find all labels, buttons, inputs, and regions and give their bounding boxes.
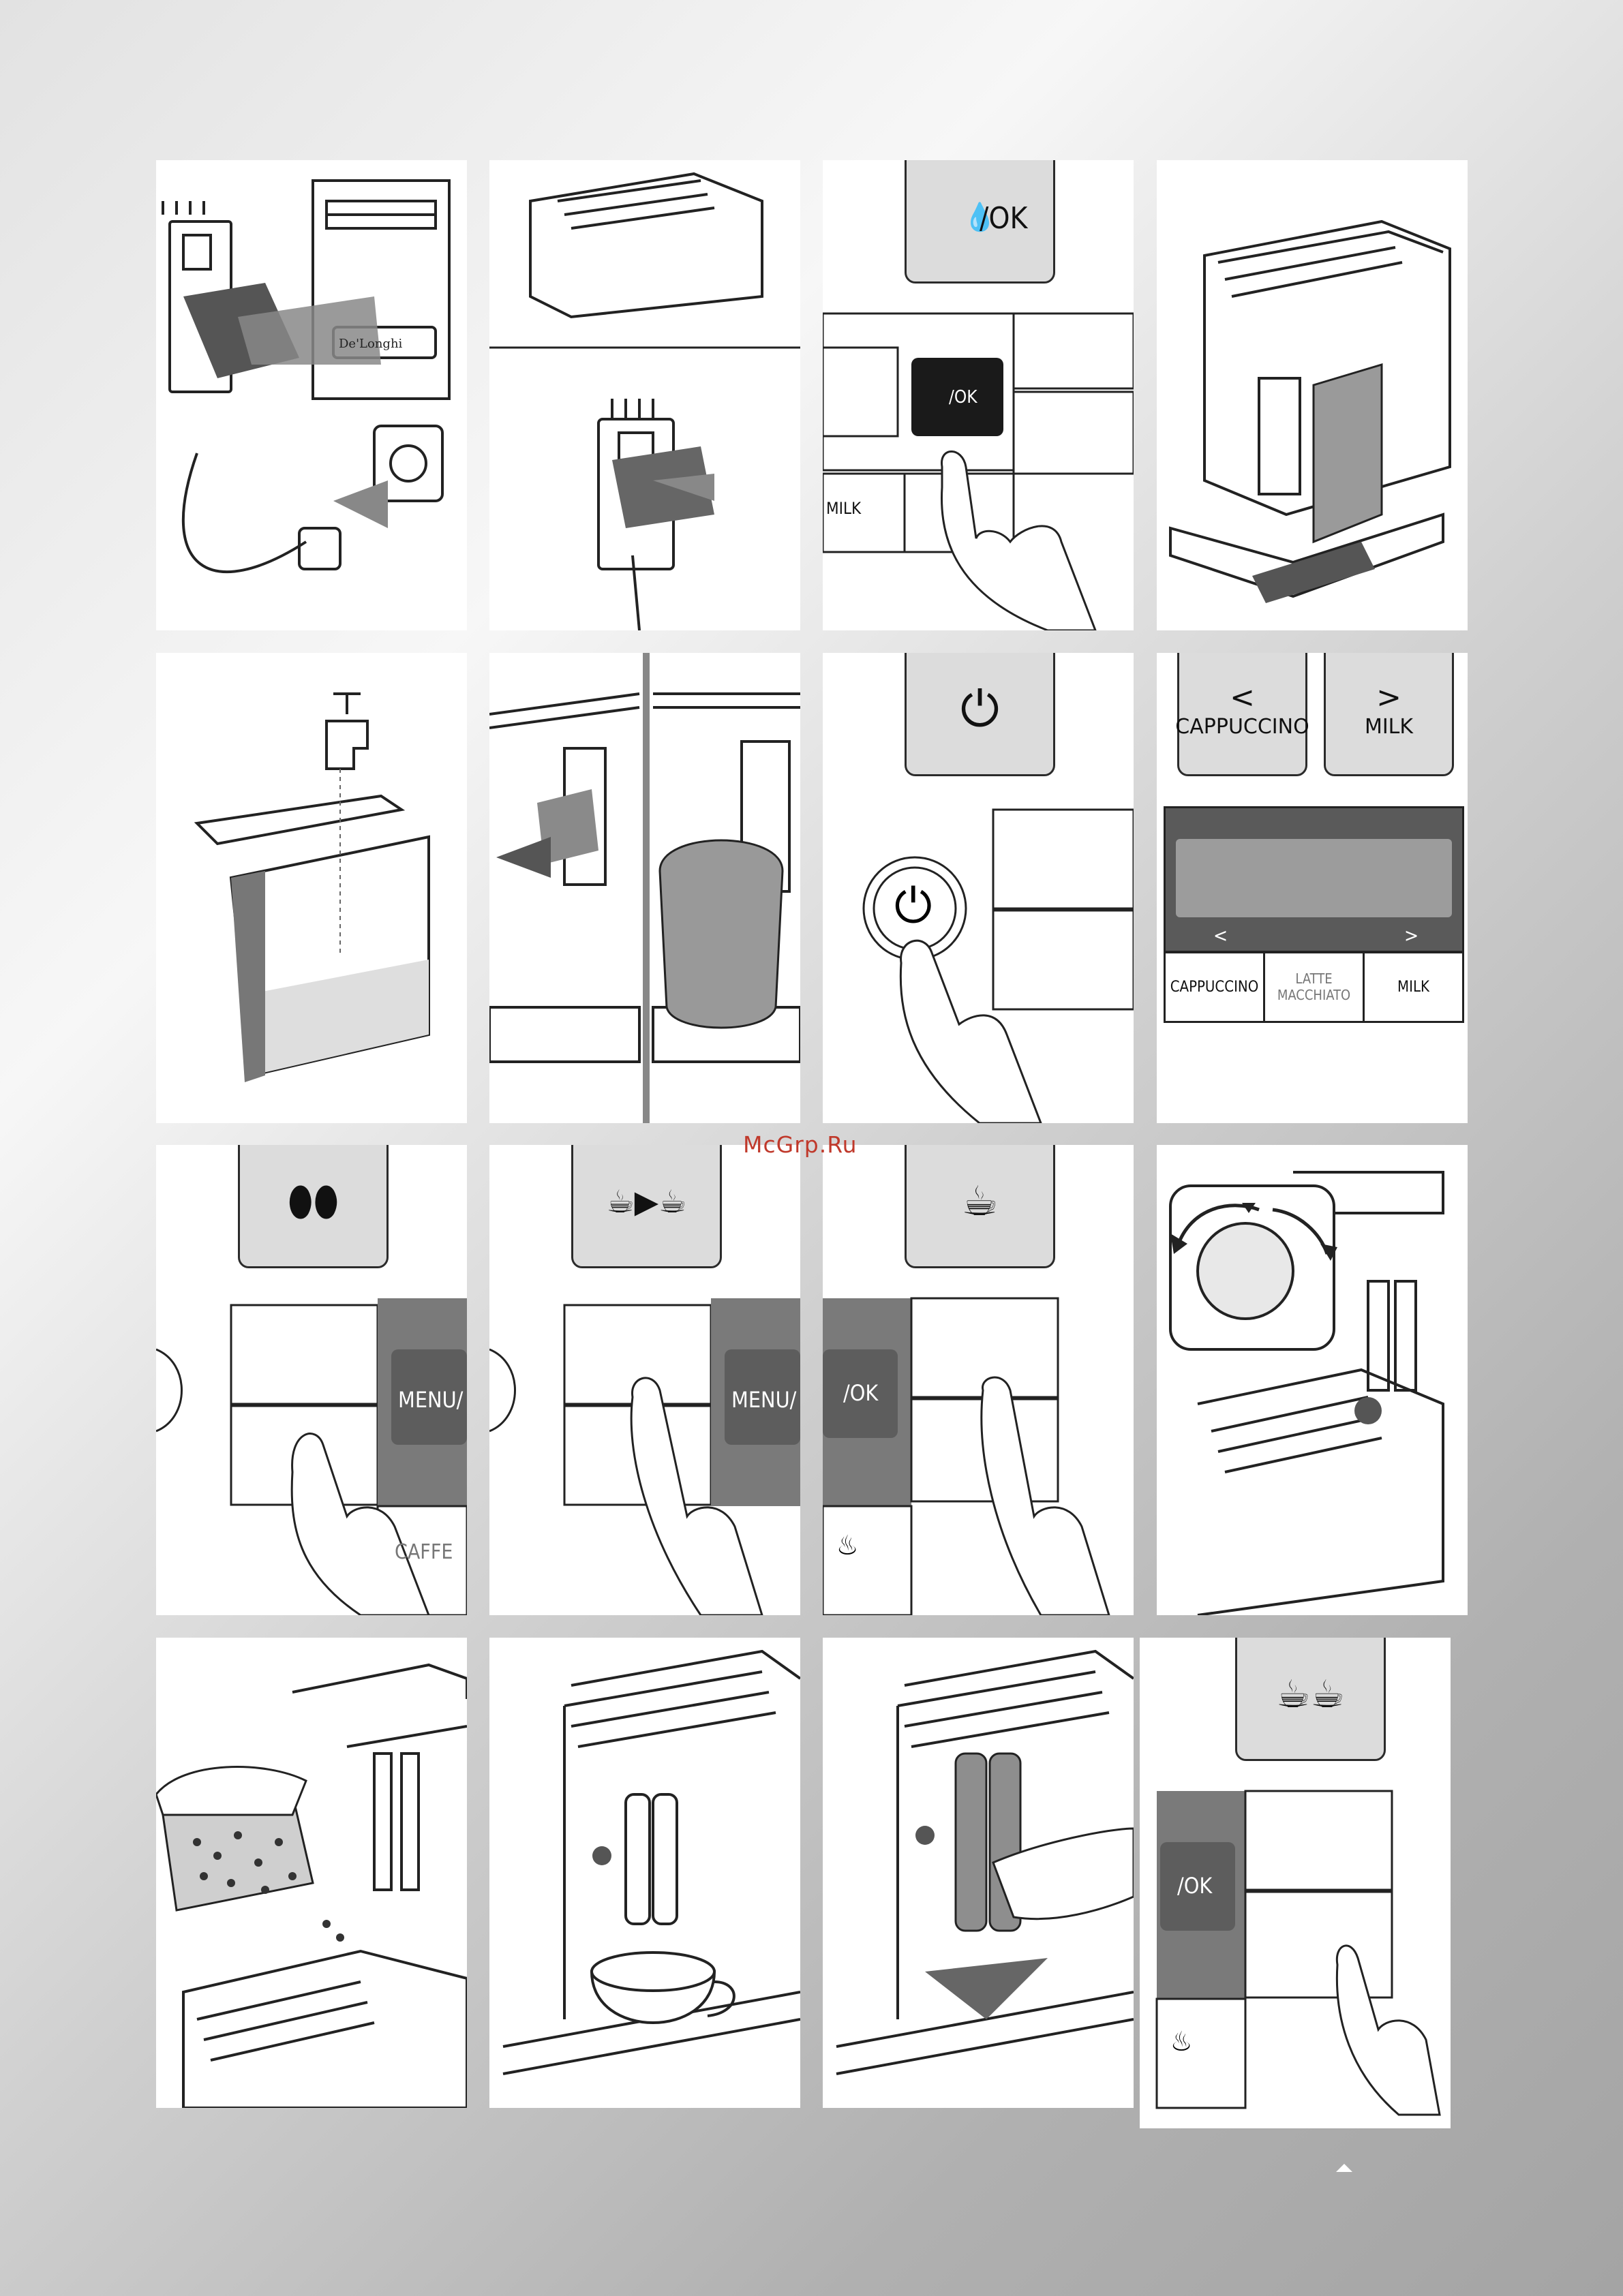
cappuccino-key-label: CAPPUCCINO <box>1170 979 1259 996</box>
remove-tank-illustration <box>1157 160 1468 630</box>
panel-lower-spout <box>823 1638 1134 2108</box>
latte-key-label-1: LATTE <box>1295 970 1332 987</box>
cup-transfer-button-large[interactable]: ☕▶☕ <box>571 1145 722 1268</box>
fill-tank-illustration <box>156 653 467 1123</box>
double-cup-icon: ☕☕ <box>1276 1672 1344 1717</box>
drops-ok-label-key: /OK <box>949 387 977 408</box>
single-cup-button-large[interactable]: ☕ <box>905 1145 1055 1268</box>
pour-beans-illustration <box>156 1638 467 2108</box>
latte-macchiato-key[interactable]: LATTE MACCHIATO <box>1263 951 1365 1023</box>
screen-arrow-left: < <box>1213 924 1228 947</box>
panel-coffee-beans: ⬮⬮ MENU/ CAFFE <box>156 1145 467 1615</box>
arrow-left-icon: < <box>1230 680 1255 715</box>
panel-hot-water-spout <box>489 653 800 1123</box>
panel-plug-in: De'Longhi <box>156 160 467 630</box>
milk-button-large[interactable]: > MILK <box>1324 653 1454 776</box>
milk-key[interactable]: MILK <box>1363 951 1464 1023</box>
power-button-large[interactable]: ⏻ <box>905 653 1055 776</box>
power-icon: ⏻ <box>960 680 999 739</box>
milk-key-label-2: MILK <box>1397 979 1429 996</box>
cup-under-spout-illustration <box>489 1638 800 2108</box>
caffe-label: CAFFE <box>395 1540 453 1564</box>
page-arrow-icon <box>1336 2164 1352 2172</box>
cappuccino-button-large[interactable]: < CAPPUCCINO <box>1177 653 1307 776</box>
panel-power-on: ⏻ ⏻ <box>823 653 1134 1123</box>
arrow-right-icon: > <box>1376 680 1401 715</box>
plug-in-illustration: De'Longhi <box>156 160 467 630</box>
display-screen: < > <box>1164 806 1464 953</box>
panel-fill-tank <box>156 653 467 1123</box>
power-icon-small: ⏻ <box>894 878 932 934</box>
panel-cup-transfer: ☕▶☕ MENU/ <box>489 1145 800 1615</box>
ok-label-1: /OK <box>843 1380 878 1406</box>
beans-button-large[interactable]: ⬮⬮ <box>238 1145 389 1268</box>
connect-cord-illustration <box>489 160 800 630</box>
panel-grind-adjust <box>1157 1145 1468 1615</box>
cappuccino-label-large: CAPPUCCINO <box>1175 715 1309 739</box>
ok-label-2: /OK <box>1177 1873 1212 1899</box>
panel-menu-selection: < > CAPPUCCINO LATTE MACCHIATO MILK < CA… <box>1157 653 1468 1123</box>
lower-spout-illustration <box>823 1638 1134 2108</box>
panel-pour-beans <box>156 1638 467 2108</box>
panel-rinse-ok: 💧 /OK /OK MILK <box>823 160 1134 630</box>
grind-adjust-illustration <box>1157 1145 1468 1615</box>
cup-icon: ☕ <box>962 1178 999 1225</box>
steam-icon-2: ♨ <box>1170 2026 1192 2057</box>
menu-label-2: MENU/ <box>731 1387 796 1413</box>
double-cup-button-large[interactable]: ☕☕ <box>1235 1638 1386 1761</box>
panel-remove-tank <box>1157 160 1468 630</box>
panel-connect-cord <box>489 160 800 630</box>
cappuccino-key[interactable]: CAPPUCCINO <box>1164 951 1265 1023</box>
screen-arrow-right: > <box>1404 924 1419 947</box>
drops-ok-label-large: /OK <box>980 201 1027 236</box>
beans-icon: ⬮⬮ <box>288 1178 339 1225</box>
panel-cup-under-spout <box>489 1638 800 2108</box>
watermark: McGrp.Ru <box>743 1131 858 1158</box>
panel-double-cup: ☕☕ /OK ♨ <box>1140 1638 1451 2128</box>
hot-water-spout-illustration <box>489 653 800 1123</box>
milk-label-large: MILK <box>1365 715 1413 739</box>
menu-label-1: MENU/ <box>398 1387 463 1413</box>
steam-icon: ♨ <box>836 1530 858 1561</box>
milk-key-label: MILK <box>826 499 861 518</box>
panel-single-cup: ☕ /OK ♨ <box>823 1145 1134 1615</box>
latte-key-label-2: MACCHIATO <box>1277 987 1350 1003</box>
cup-transfer-icon: ☕▶☕ <box>607 1183 687 1220</box>
svg-text:De'Longhi: De'Longhi <box>339 337 403 351</box>
